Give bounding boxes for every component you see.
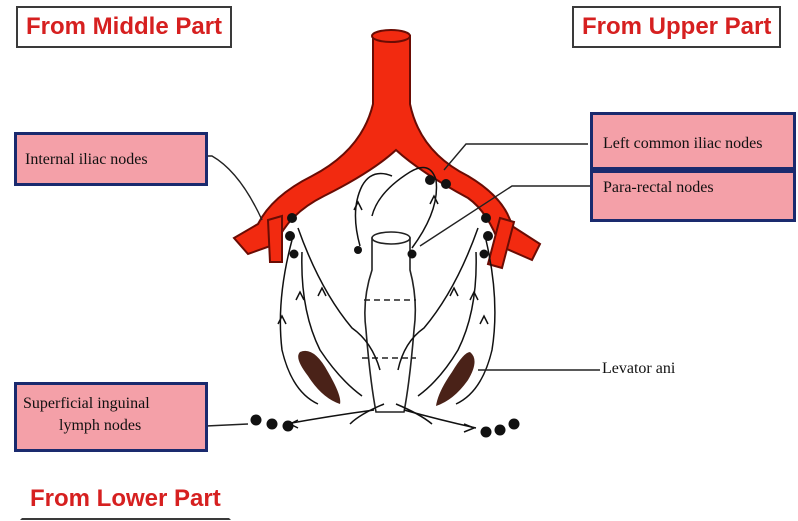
heading-middle-part: From Middle Part: [16, 6, 232, 48]
label-superficial-inguinal-nodes: Superficial inguinal lymph nodes: [14, 382, 208, 452]
label-left-common-iliac-nodes: Left common iliac nodes: [590, 112, 796, 170]
label-left-common-iliac-text: Left common iliac nodes: [603, 135, 763, 152]
label-para-rectal-nodes: Para-rectal nodes: [590, 170, 796, 222]
heading-upper-part: From Upper Part: [572, 6, 781, 48]
heading-lower-part: From Lower Part: [20, 478, 231, 520]
rectum: [362, 232, 416, 412]
label-superficial-inguinal-line2: lymph nodes: [23, 415, 205, 437]
label-superficial-inguinal-line1: Superficial inguinal: [23, 393, 205, 415]
label-para-rectal-text: Para-rectal nodes: [603, 179, 714, 196]
label-internal-iliac-nodes: Internal iliac nodes: [14, 132, 208, 186]
label-internal-iliac-text: Internal iliac nodes: [25, 151, 148, 168]
label-levator-ani: Levator ani: [602, 360, 675, 378]
